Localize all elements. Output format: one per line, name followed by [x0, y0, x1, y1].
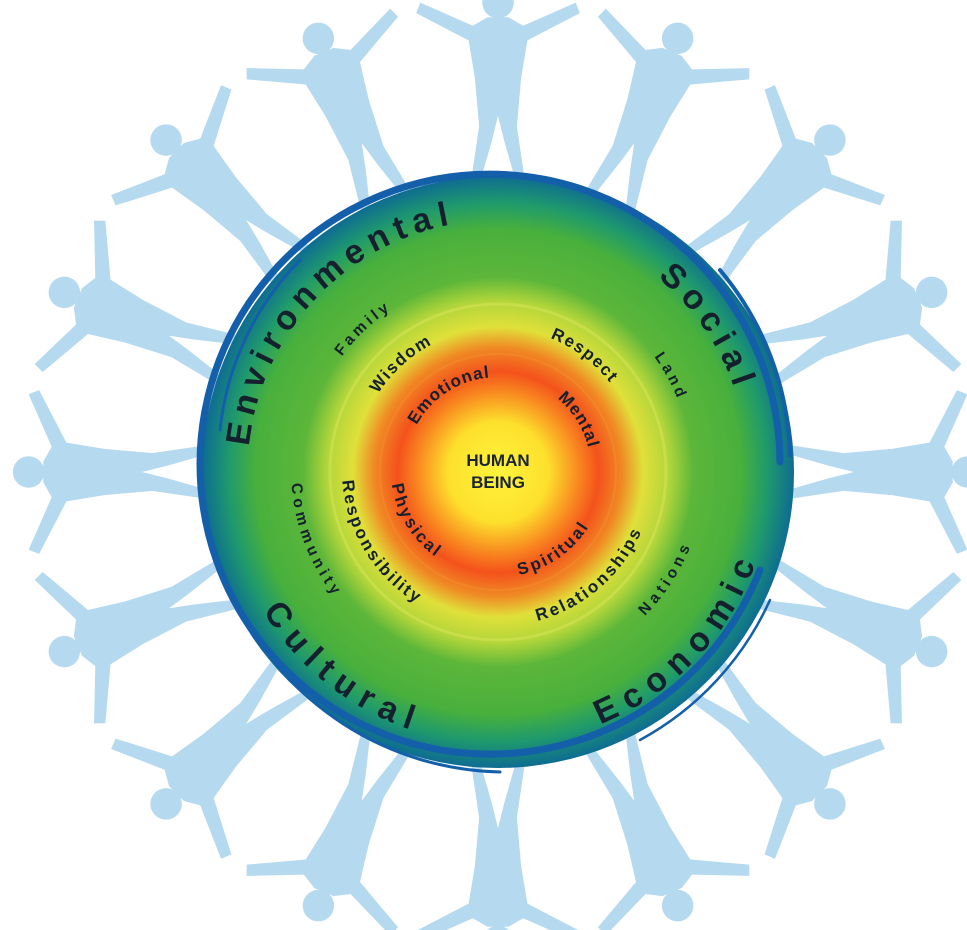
center-label-line1: HUMAN [466, 451, 529, 470]
person-silhouette-icon [785, 390, 967, 554]
person-silhouette-icon [13, 390, 211, 554]
center-label-line2: BEING [471, 473, 525, 492]
person-silhouette-icon [416, 0, 580, 185]
person-silhouette-icon [416, 759, 580, 930]
